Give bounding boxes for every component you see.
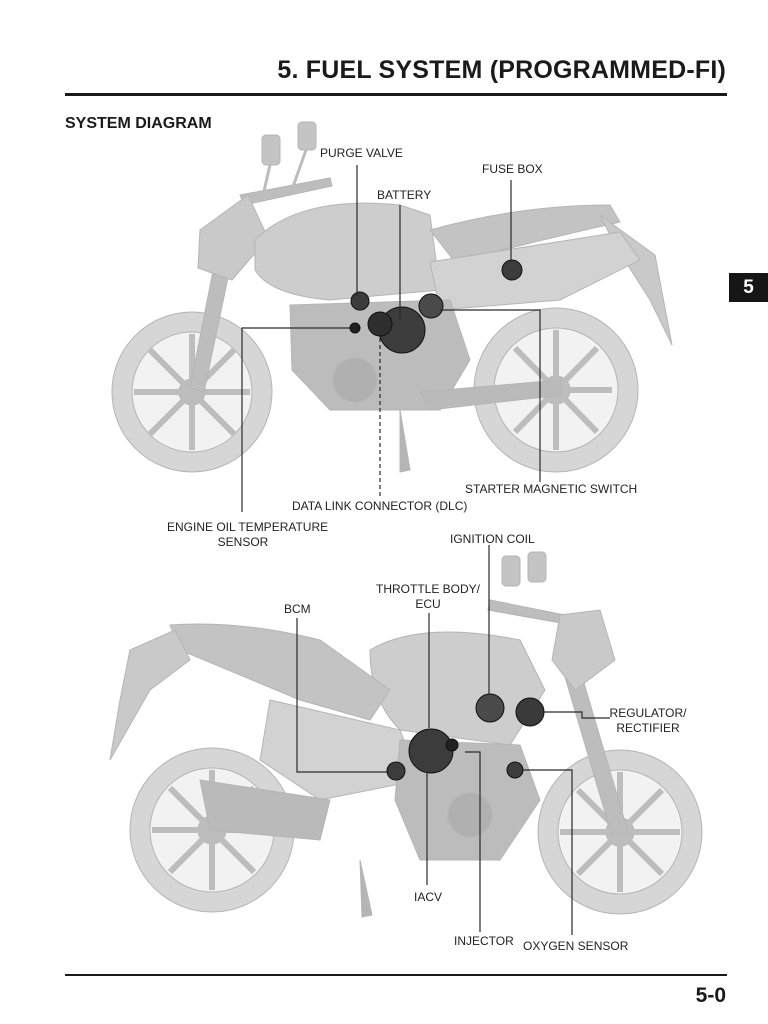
label-engine-oil-temperature-line1: ENGINE OIL TEMPERATURE (167, 520, 329, 534)
throttle-body-bubble (408, 728, 454, 774)
label-ignition-coil: IGNITION COIL (450, 532, 535, 546)
label-regulator-rectifier: REGULATOR/ RECTIFIER (606, 706, 690, 736)
upper-component-bubbles (349, 259, 523, 354)
regulator-bubble (515, 697, 545, 727)
page-number: 5-0 (695, 984, 726, 1007)
bcm-bubble (386, 761, 406, 781)
fuse-box-bubble (501, 259, 523, 281)
purge-valve-bubble (350, 291, 370, 311)
label-regulator-line2: RECTIFIER (616, 721, 680, 735)
page-title: 5. FUEL SYSTEM (PROGRAMMED-FI) (277, 56, 726, 84)
label-engine-oil-temperature-sensor: ENGINE OIL TEMPERATURE SENSOR (167, 520, 329, 550)
label-engine-oil-temperature-line2: SENSOR (217, 535, 269, 549)
label-fuse-box: FUSE BOX (482, 162, 543, 176)
label-injector: INJECTOR (454, 934, 514, 948)
header-rule (65, 93, 727, 96)
label-purge-valve: PURGE VALVE (320, 146, 403, 160)
label-throttle-body-line2: ECU (415, 597, 441, 611)
upper-callout-lines (241, 165, 541, 512)
label-iacv: IACV (414, 890, 443, 904)
label-oxygen-sensor: OXYGEN SENSOR (523, 939, 629, 953)
chapter-tab: 5 (729, 273, 768, 302)
oxygen-sensor-bubble (506, 761, 524, 779)
upper-motorcycle-illustration (111, 121, 673, 473)
section-heading: SYSTEM DIAGRAM (65, 115, 212, 132)
label-starter-magnetic-switch: STARTER MAGNETIC SWITCH (465, 482, 638, 496)
lower-component-bubbles (386, 693, 545, 781)
label-battery: BATTERY (377, 188, 432, 202)
label-throttle-body-line1: THROTTLE BODY/ (376, 582, 481, 596)
label-throttle-body-ecu: THROTTLE BODY/ ECU (376, 582, 480, 612)
footer-rule (65, 974, 727, 976)
ignition-coil-bubble (475, 693, 505, 723)
label-regulator-line1: REGULATOR/ (609, 706, 687, 720)
label-data-link-connector: DATA LINK CONNECTOR (DLC) (292, 499, 468, 513)
starter-switch-bubble (418, 293, 444, 319)
label-bcm: BCM (284, 602, 311, 616)
lower-callout-lines (296, 545, 610, 935)
